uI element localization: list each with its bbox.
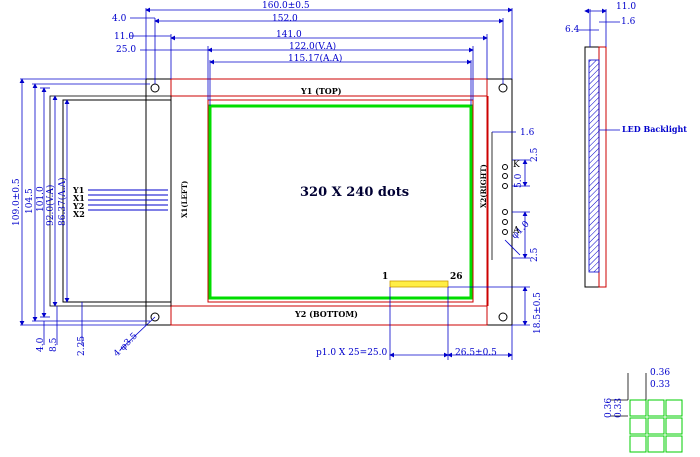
dim-25-top: 25.0 bbox=[116, 45, 137, 55]
dim-pitch: p1.0 X 25=25.0 bbox=[316, 348, 388, 358]
top-dims bbox=[130, 7, 513, 106]
module-outline bbox=[145, 78, 513, 326]
dot-detail bbox=[610, 373, 683, 453]
side-11: 11.0 bbox=[616, 2, 637, 12]
dim-101: 101.0 bbox=[36, 186, 46, 212]
pin-1: 1 bbox=[382, 272, 389, 282]
dim-122: 122.0(V.A) bbox=[289, 42, 337, 52]
dot-v033: 0.33 bbox=[614, 397, 624, 418]
dim-109: 109.0±0.5 bbox=[12, 178, 22, 226]
dot-v036: 0.36 bbox=[604, 397, 614, 418]
dim-152: 152.0 bbox=[272, 14, 298, 24]
bottom-dims bbox=[119, 131, 530, 360]
backlight-label: LED Backlight bbox=[622, 124, 687, 134]
side-16: 1.6 bbox=[621, 17, 636, 27]
dim-160: 160.0±0.5 bbox=[262, 1, 310, 11]
dim-225: 2.25 bbox=[77, 335, 87, 356]
touch-x1: X1 bbox=[73, 193, 85, 203]
resolution-label: 320 X 240 dots bbox=[300, 185, 410, 200]
dim-11517: 115.17(A.A) bbox=[288, 54, 343, 64]
dim-11-top: 11.0 bbox=[114, 32, 135, 42]
label-left: X1(LEFT) bbox=[180, 180, 189, 218]
dot-h036: 0.36 bbox=[650, 368, 671, 378]
touch-y2: Y2 bbox=[73, 201, 85, 211]
dim-r16: 1.6 bbox=[520, 128, 535, 138]
dim-141: 141.0 bbox=[276, 30, 302, 40]
touch-area bbox=[49, 95, 172, 307]
dim-265: 26.5±0.5 bbox=[455, 348, 497, 358]
pin-a: A bbox=[513, 226, 520, 236]
label-right: X2(RIGHT) bbox=[479, 164, 488, 208]
dim-r25a: 2.5 bbox=[530, 147, 540, 162]
touch-x2: X2 bbox=[73, 209, 85, 219]
dim-r25b: 2.5 bbox=[530, 247, 540, 262]
pin-26: 26 bbox=[450, 272, 463, 282]
label-top: Y1 (TOP) bbox=[301, 86, 342, 96]
dot-h033: 0.33 bbox=[650, 380, 671, 390]
pin-k: K bbox=[513, 160, 520, 170]
dim-1045: 104.5 bbox=[25, 188, 35, 214]
touch-y1: Y1 bbox=[73, 185, 85, 195]
dim-4-top: 4.0 bbox=[112, 14, 127, 24]
fpc-connector bbox=[389, 280, 449, 288]
dim-r50: 5.0 bbox=[514, 173, 524, 188]
left-dims bbox=[19, 78, 150, 345]
dim-r185: 18.5±0.5 bbox=[533, 292, 543, 334]
dim-8637: 86.37(A.A) bbox=[58, 177, 68, 226]
side-64: 6.4 bbox=[565, 25, 580, 35]
dim-4-bottom: 4.0 bbox=[36, 337, 46, 352]
label-bottom: Y2 (BOTTOM) bbox=[295, 309, 358, 319]
led-pins bbox=[491, 132, 508, 260]
dim-92: 92.0(V.A) bbox=[46, 184, 56, 226]
dim-85: 8.5 bbox=[49, 337, 59, 352]
side-view bbox=[578, 8, 620, 288]
